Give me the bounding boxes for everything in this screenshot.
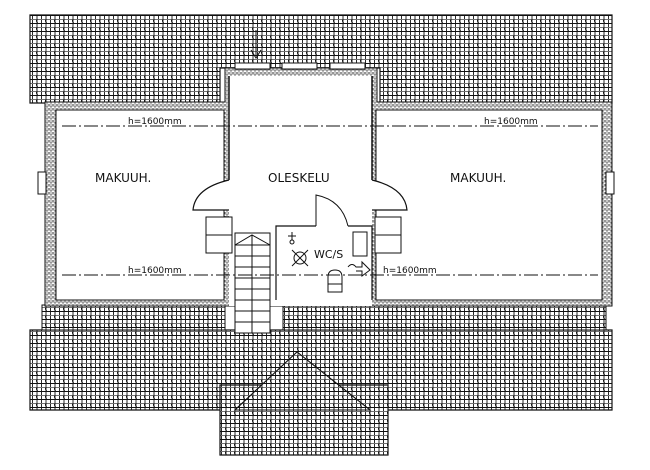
arch-left: [192, 179, 230, 211]
room-label-living: OLESKELU: [268, 171, 330, 185]
staircase: [234, 232, 271, 334]
roof-side-strips: [41, 304, 607, 331]
gable-tiles: [233, 351, 372, 411]
room-label-left-bedroom: MAKUUH.: [95, 171, 151, 185]
height-label-top-right: h=1600mm: [484, 117, 538, 127]
height-label-bottom-left: h=1600mm: [128, 266, 182, 276]
room-label-wc: WC/S: [314, 248, 343, 261]
arrow-down-icon: [250, 30, 262, 59]
height-label-bottom-right: h=1600mm: [383, 266, 437, 276]
right-bedroom: [375, 109, 603, 301]
room-label-right-bedroom: MAKUUH.: [450, 171, 506, 185]
arch-right: [371, 179, 408, 211]
height-label-top-left: h=1600mm: [128, 117, 182, 127]
